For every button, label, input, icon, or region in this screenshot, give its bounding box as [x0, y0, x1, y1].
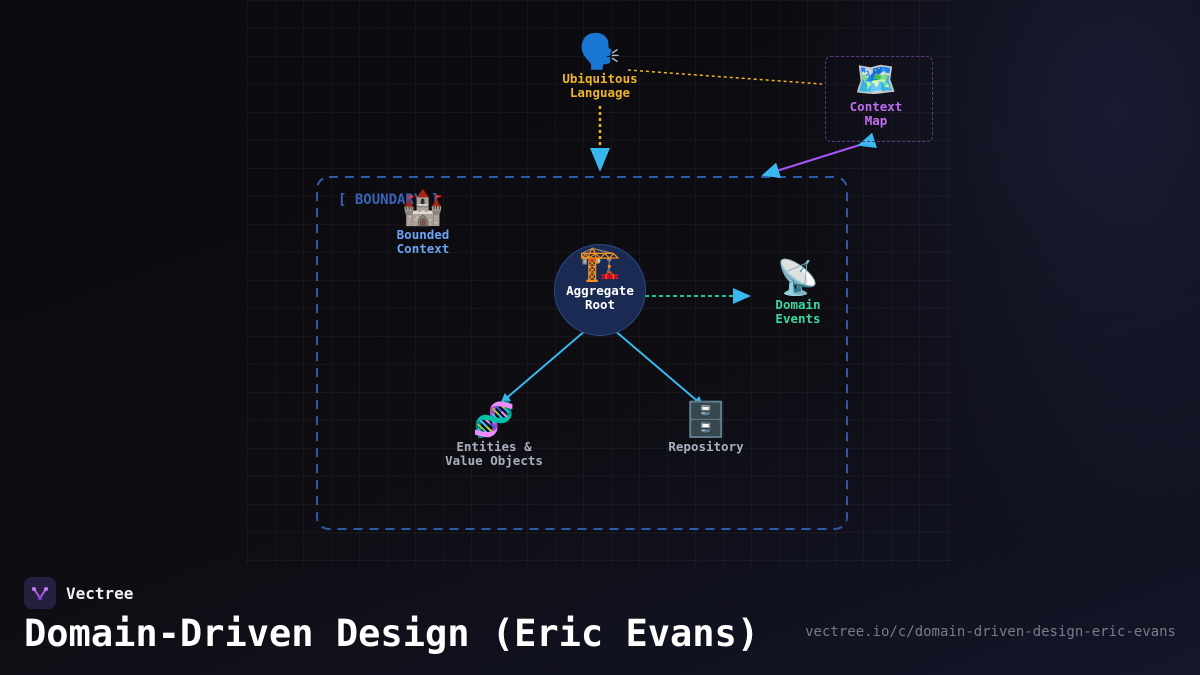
- background-glow: [780, 0, 1200, 560]
- context-map-box: [825, 56, 933, 142]
- ubiquitous-language-node: 🗣️ Ubiquitous Language: [562, 32, 637, 100]
- context-map-to-boundary-arrow: [761, 132, 877, 178]
- ubiquitous-language-label: Ubiquitous Language: [562, 71, 638, 100]
- aggregate-root-node: 🏗️ Aggregate Root: [566, 244, 634, 312]
- bounded-context-boundary: [316, 176, 848, 530]
- satellite-antenna-icon: 📡: [776, 258, 820, 298]
- boundary-label: [ BOUNDARY ]: [338, 192, 440, 208]
- bounded-context-node: 🏰 Bounded Context: [397, 188, 450, 256]
- brand: Vectree: [24, 577, 133, 609]
- entities-label: Entities & Value Objects: [445, 439, 543, 468]
- dna-icon: 🧬: [472, 400, 516, 440]
- page-title: Domain-Driven Design (Eric Evans): [24, 612, 760, 655]
- crane-icon: 🏗️: [578, 244, 622, 284]
- castle-icon: 🏰: [401, 188, 445, 228]
- context-map-node: 🗺️ Context Map: [850, 60, 903, 128]
- brand-name: Vectree: [66, 583, 134, 603]
- domain-events-node: 📡 Domain Events: [775, 258, 820, 326]
- language-to-context-map-link: [627, 69, 823, 85]
- repository-label: Repository: [668, 439, 744, 454]
- vectree-logo-icon: [24, 577, 56, 609]
- speaking-head-icon: 🗣️: [578, 32, 622, 72]
- context-map-label: Context Map: [849, 99, 903, 128]
- aggregate-root-label: Aggregate Root: [566, 283, 634, 312]
- aggregate-root-circle: [554, 244, 646, 336]
- repository-node: 🗄️ Repository: [668, 400, 743, 454]
- bounded-context-label: Bounded Context: [396, 227, 450, 256]
- source-url[interactable]: vectree.io/c/domain-driven-design-eric-e…: [805, 624, 1176, 640]
- world-map-icon: 🗺️: [854, 60, 898, 100]
- entities-node: 🧬 Entities & Value Objects: [445, 400, 543, 468]
- domain-events-label: Domain Events: [775, 297, 821, 326]
- file-cabinet-icon: 🗄️: [684, 400, 728, 440]
